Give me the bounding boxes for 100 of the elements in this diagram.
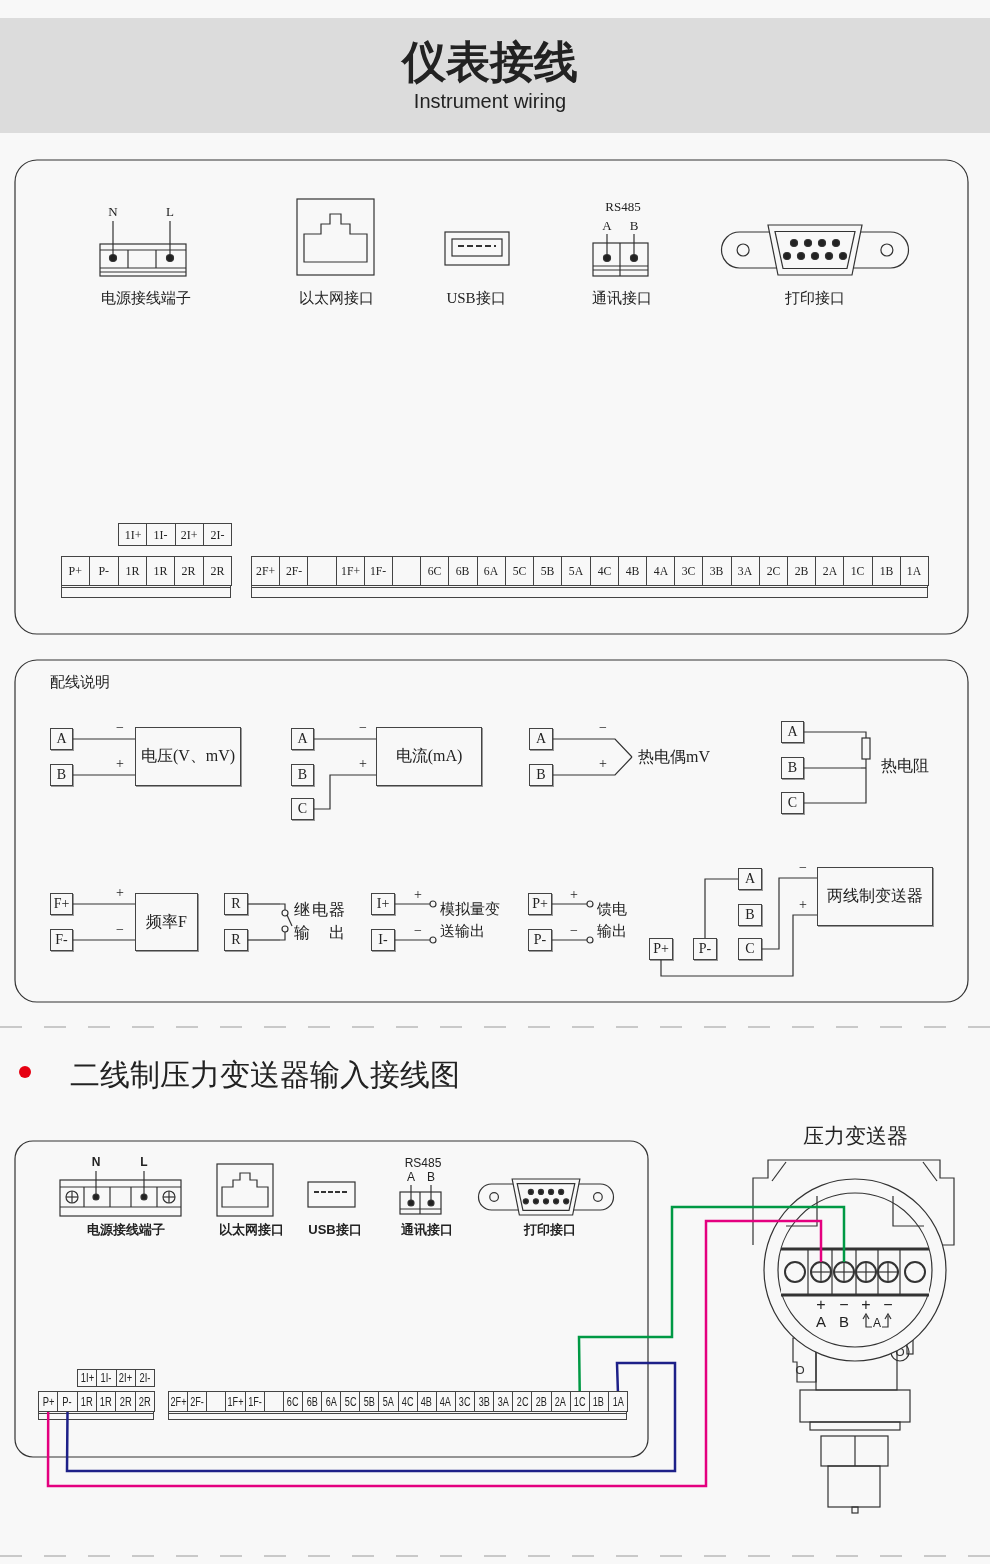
terminal-box: I+: [371, 893, 395, 915]
terminal-box: F-: [50, 929, 73, 951]
terminal-slot: 2I-: [202, 523, 233, 546]
wire: [247, 903, 281, 905]
port-label: RS485: [404, 1157, 442, 1171]
terminal-screw: [810, 1261, 832, 1283]
terminal-slot: 2I+: [115, 1369, 136, 1387]
terminal-box: P+: [649, 938, 673, 960]
pin-label: N: [91, 1156, 101, 1170]
section-heading: 配线说明: [50, 673, 110, 691]
terminal-slot: 1A: [899, 556, 930, 586]
terminal-box: P-: [528, 929, 552, 951]
pin-label: B: [427, 1171, 435, 1185]
terminal-slot: 1I-: [146, 523, 176, 546]
terminal-slot: 2I-: [134, 1369, 155, 1387]
wire: [72, 738, 136, 740]
terminal-letter: A: [816, 1313, 826, 1331]
terminal-sign: +: [861, 1296, 871, 1314]
port-caption: 打印接口: [785, 289, 845, 307]
terminal-box: I-: [371, 929, 395, 951]
wire: [761, 877, 818, 950]
pin-label: L: [166, 204, 174, 220]
terminal-slot: P+: [38, 1391, 59, 1412]
pin-label: A: [407, 1171, 415, 1185]
wire: [803, 731, 867, 737]
wire: [72, 939, 136, 941]
terminal-sign: −: [883, 1296, 893, 1314]
port-caption: 以太网接口: [298, 289, 374, 307]
port-caption: 电源接线端子: [87, 1222, 165, 1238]
port-caption: 打印接口: [524, 1222, 576, 1238]
wire: [803, 801, 867, 804]
wire: [704, 878, 739, 939]
pin-label: N: [108, 204, 118, 220]
terminal-letter: A: [873, 1317, 881, 1331]
wire: [551, 903, 588, 905]
device-box: 电流(mA): [376, 727, 482, 786]
wire: [72, 774, 136, 776]
terminal-sign: −: [839, 1296, 849, 1314]
terminal-slot: 2I+: [174, 523, 204, 546]
port-caption: 电源接线端子: [101, 289, 191, 307]
component-label: 模拟量变送输出: [440, 900, 501, 941]
wire: [313, 738, 377, 740]
port-caption: 通讯接口: [592, 289, 652, 307]
wire: [313, 774, 377, 810]
terminal-box: F+: [50, 893, 73, 915]
wire: [660, 914, 818, 977]
port-caption: USB接口: [446, 289, 506, 307]
terminal-box: P+: [528, 893, 552, 915]
terminal-slot: 2F+: [251, 556, 281, 586]
title: 仪表接线: [402, 35, 578, 88]
terminal-sign: +: [816, 1296, 826, 1314]
terminal-slot: 2R: [202, 556, 232, 586]
terminal-box: C: [781, 792, 804, 814]
device-box: 两线制变送器: [817, 867, 933, 926]
wire: [394, 939, 431, 941]
wire: [803, 767, 862, 769]
terminal-slot: 2R: [134, 1391, 155, 1412]
port-caption: 以太网接口: [218, 1222, 284, 1238]
terminal-slot: 1I-: [96, 1369, 117, 1387]
wire: [247, 939, 281, 941]
component-label: 馈电输出: [597, 900, 628, 941]
subtitle: Instrument wiring: [413, 90, 567, 112]
wire: [552, 756, 633, 776]
wire: [46, 1219, 823, 1488]
terminal-box: R: [224, 893, 248, 915]
wire: [577, 1205, 846, 1391]
terminal-box: R: [224, 929, 248, 951]
section-heading: 二线制压力变送器输入接线图: [70, 1057, 460, 1091]
terminal-box: A: [781, 721, 804, 743]
pin-label: B: [629, 218, 639, 234]
terminal-box: A: [291, 728, 314, 750]
port-caption: USB接口: [308, 1222, 362, 1238]
pin-label: L: [140, 1156, 148, 1170]
port-caption: 通讯接口: [401, 1222, 453, 1238]
terminal-slot: 1I+: [118, 523, 148, 546]
terminal-box: C: [738, 938, 762, 960]
wire: [72, 903, 136, 905]
wire: [65, 1361, 677, 1473]
terminal-box: B: [50, 764, 73, 786]
terminal-box: B: [529, 764, 553, 786]
device-box: 电压(V、mV): [135, 727, 241, 786]
terminal-box: B: [291, 764, 314, 786]
terminal-box: B: [781, 757, 804, 779]
terminal-box: A: [50, 728, 73, 750]
port-label: RS485: [605, 199, 641, 215]
wire: [552, 738, 633, 758]
wire: [394, 903, 431, 905]
terminal-slot: 2F+: [168, 1391, 189, 1412]
component-label: 热电偶mV: [638, 747, 710, 767]
terminal-screw: [833, 1261, 855, 1283]
terminal-box: A: [738, 868, 762, 890]
device-box: 频率F: [135, 893, 198, 951]
terminal-slot: 1I+: [77, 1369, 98, 1387]
pin-label: A: [602, 218, 612, 234]
terminal-slot: P+: [61, 556, 91, 586]
terminal-slot: 1A: [607, 1391, 628, 1412]
terminal-box: C: [291, 798, 314, 820]
device-title: 压力变送器: [802, 1123, 908, 1149]
terminal-box: B: [738, 904, 762, 926]
terminal-box: A: [529, 728, 553, 750]
